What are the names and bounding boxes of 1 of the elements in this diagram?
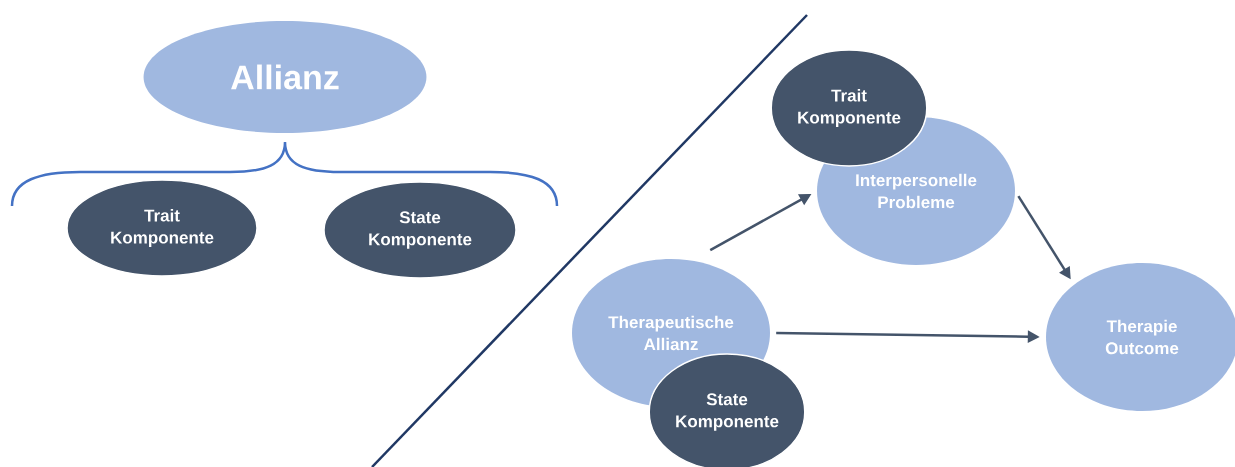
ellipse-node: Allianz [143, 21, 427, 133]
